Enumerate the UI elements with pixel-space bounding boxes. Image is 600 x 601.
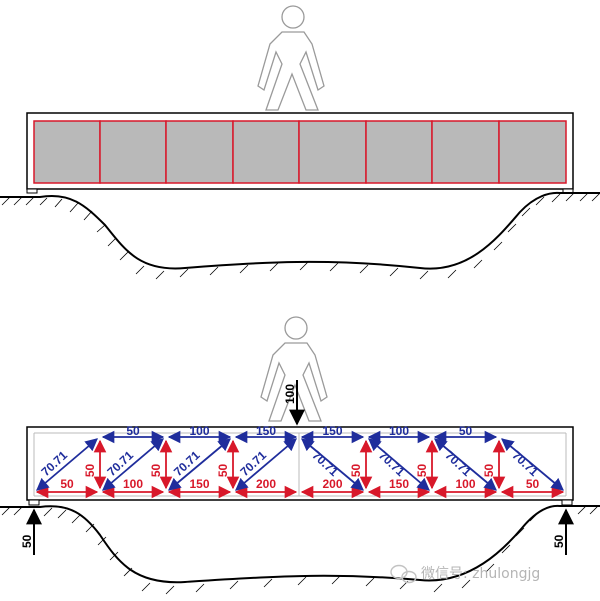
beam-panels [33, 120, 567, 184]
watermark-text: 微信号: zhulongjg [421, 566, 540, 582]
vertical-label: 50 [216, 464, 230, 478]
diagonal-member [102, 438, 164, 491]
bottom-chord-label: 200 [322, 477, 342, 491]
vertical-label: 50 [482, 464, 496, 478]
truss-members [35, 430, 565, 499]
top-chord-label: 50 [459, 424, 473, 438]
top-chord-label: 150 [256, 424, 276, 438]
vertical-label: 50 [415, 464, 429, 478]
diagonal-member [235, 438, 297, 491]
upper-figure [0, 5, 600, 280]
top-chord-label: 150 [322, 424, 342, 438]
diagonal-member [368, 438, 430, 491]
vertical-label: 50 [349, 464, 363, 478]
diagonal-member [301, 438, 364, 491]
vertical-label: 50 [83, 464, 97, 478]
top-chord-label: 100 [389, 424, 409, 438]
ground-profile [0, 191, 600, 270]
person-icon [260, 316, 328, 422]
ground-profile [0, 504, 600, 584]
bottom-chord-label: 200 [256, 477, 276, 491]
bottom-chord-label: 50 [526, 477, 540, 491]
diagonal-member [434, 438, 497, 491]
load-label: 100 [283, 384, 297, 404]
bottom-chord-label: 150 [389, 477, 409, 491]
person-icon [257, 5, 325, 111]
right-reaction-label: 50 [552, 534, 566, 548]
bottom-chord-label: 100 [123, 477, 143, 491]
lower-figure: 100 50 100 150 200 200 150 100 50 50 100 150 150 100… [0, 316, 600, 595]
bottom-chord-label: 150 [189, 477, 209, 491]
vertical-label: 50 [149, 464, 163, 478]
diagonal-member [36, 438, 98, 491]
diagonal-member [501, 438, 564, 491]
watermark: 微信号: zhulongjg [390, 564, 540, 584]
top-chord-label: 50 [126, 424, 140, 438]
left-reaction-label: 50 [20, 534, 34, 548]
bottom-chord-label: 100 [455, 477, 475, 491]
wechat-logo-icon [390, 564, 417, 584]
diagonal-member [168, 438, 231, 491]
bottom-chord-label: 50 [60, 477, 74, 491]
top-chord-label: 100 [189, 424, 209, 438]
